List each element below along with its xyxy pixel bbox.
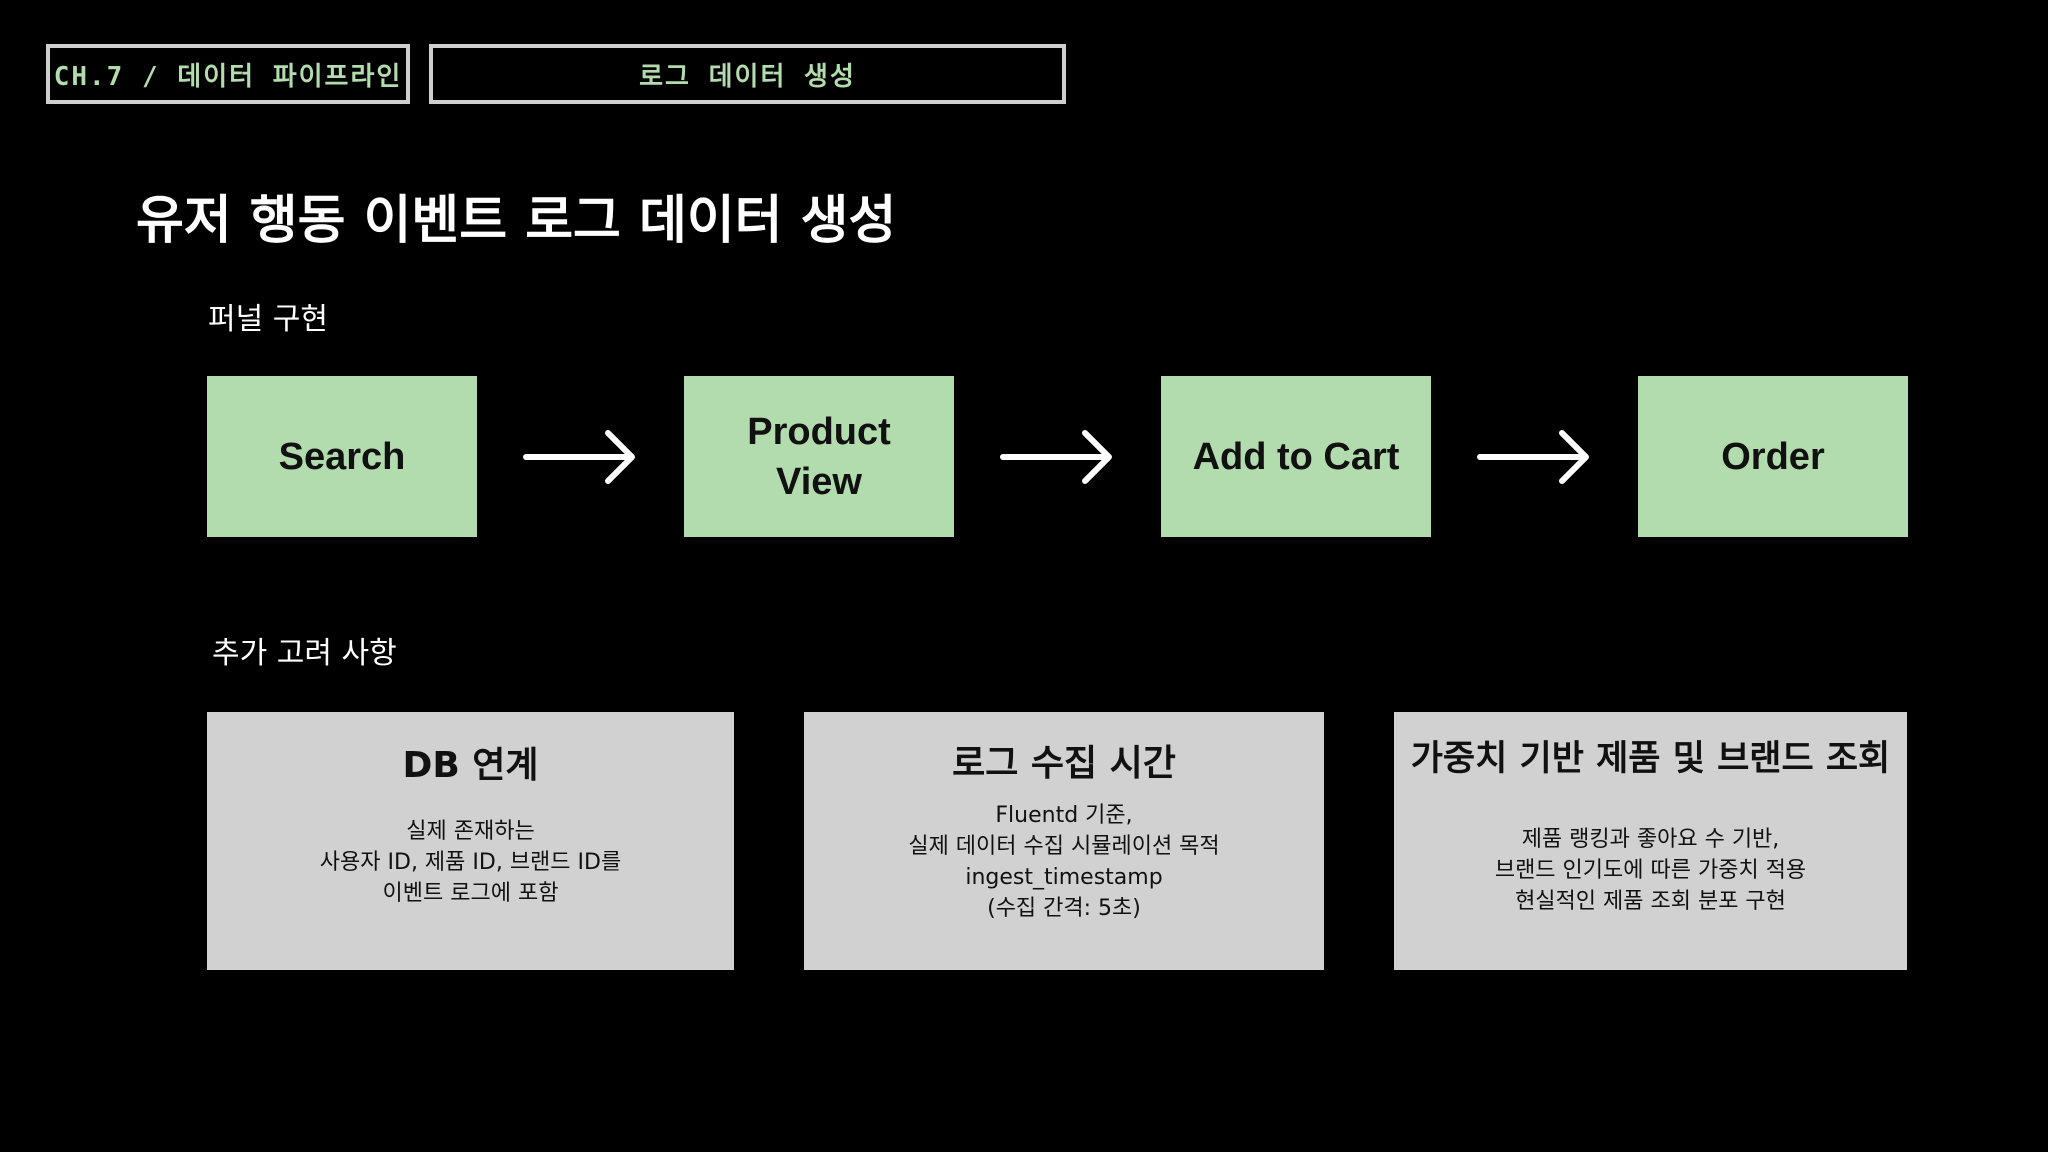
chapter-label: CH.7 / 데이터 파이프라인 — [53, 61, 403, 92]
funnel-step-label: Add to Cart — [1192, 435, 1400, 478]
consideration-card-db: DB 연계 실제 존재하는 사용자 ID, 제품 ID, 브랜드 ID를 이벤트… — [207, 712, 734, 970]
considerations-section-label: 추가 고려 사항 — [212, 636, 397, 671]
consideration-card-log-time: 로그 수집 시간 Fluentd 기준, 실제 데이터 수집 시뮬레이션 목적 … — [804, 712, 1324, 970]
right-arrow-icon — [1477, 430, 1589, 484]
topic-chip: 로그 데이터 생성 — [429, 44, 1066, 104]
funnel-step-add-to-cart: Add to Cart — [1161, 376, 1431, 537]
card-title: DB 연계 — [402, 745, 539, 786]
card-body: 실제 존재하는 사용자 ID, 제품 ID, 브랜드 ID를 이벤트 로그에 포… — [319, 819, 622, 906]
right-arrow-icon — [1000, 430, 1112, 484]
card-title: 로그 수집 시간 — [952, 743, 1176, 784]
right-arrow-icon — [523, 430, 635, 484]
consideration-card-weighted-view: 가중치 기반 제품 및 브랜드 조회 제품 랭킹과 좋아요 수 기반, 브랜드 … — [1394, 712, 1907, 970]
funnel-step-search: Search — [207, 376, 477, 537]
funnel-step-order: Order — [1638, 376, 1908, 537]
card-body: Fluentd 기준, 실제 데이터 수집 시뮬레이션 목적 ingest_ti… — [908, 803, 1220, 921]
chapter-chip: CH.7 / 데이터 파이프라인 — [46, 44, 410, 104]
topic-label: 로그 데이터 생성 — [639, 61, 856, 92]
card-body: 제품 랭킹과 좋아요 수 기반, 브랜드 인기도에 따른 가중치 적용 현실적인… — [1494, 827, 1807, 914]
funnel-step-label: Search — [278, 435, 406, 478]
funnel-section-label: 퍼널 구현 — [208, 302, 328, 337]
funnel-step-label: Order — [1721, 435, 1825, 478]
card-title: 가중치 기반 제품 및 브랜드 조회 — [1410, 739, 1891, 779]
page-title: 유저 행동 이벤트 로그 데이터 생성 — [136, 191, 897, 251]
